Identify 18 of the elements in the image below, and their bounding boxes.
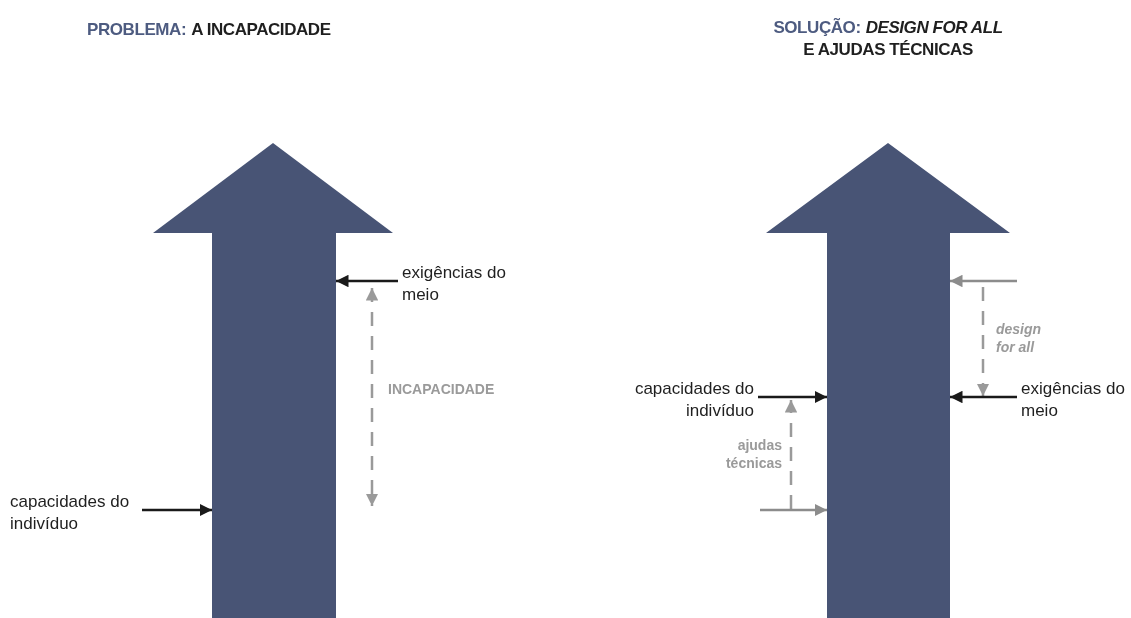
arrow (142, 503, 212, 517)
heading-text: DESIGN FOR ALL (865, 17, 1003, 39)
heading-text: PROBLEMA: (87, 19, 187, 41)
node-text: capacidades do indivíduo (10, 491, 131, 535)
node-text: capacidades do indivíduo (633, 378, 754, 422)
arrow (336, 274, 398, 288)
node-text: exigências do meio (1021, 378, 1126, 422)
heading-text: SOLUÇÃO: (773, 17, 861, 39)
heading-text: E AJUDAS TÉCNICAS (803, 39, 973, 61)
node-text: exigências do meio (402, 262, 507, 306)
heading-text: design for all (996, 320, 1043, 356)
arrow (760, 503, 827, 517)
heading-text: ajudas técnicas (724, 436, 782, 472)
arrow (758, 390, 827, 404)
arrow (950, 390, 1017, 404)
heading-text: INCAPACIDADE (388, 380, 495, 399)
heading-text: A INCAPACIDADE (191, 19, 331, 41)
arrow (950, 274, 1017, 288)
